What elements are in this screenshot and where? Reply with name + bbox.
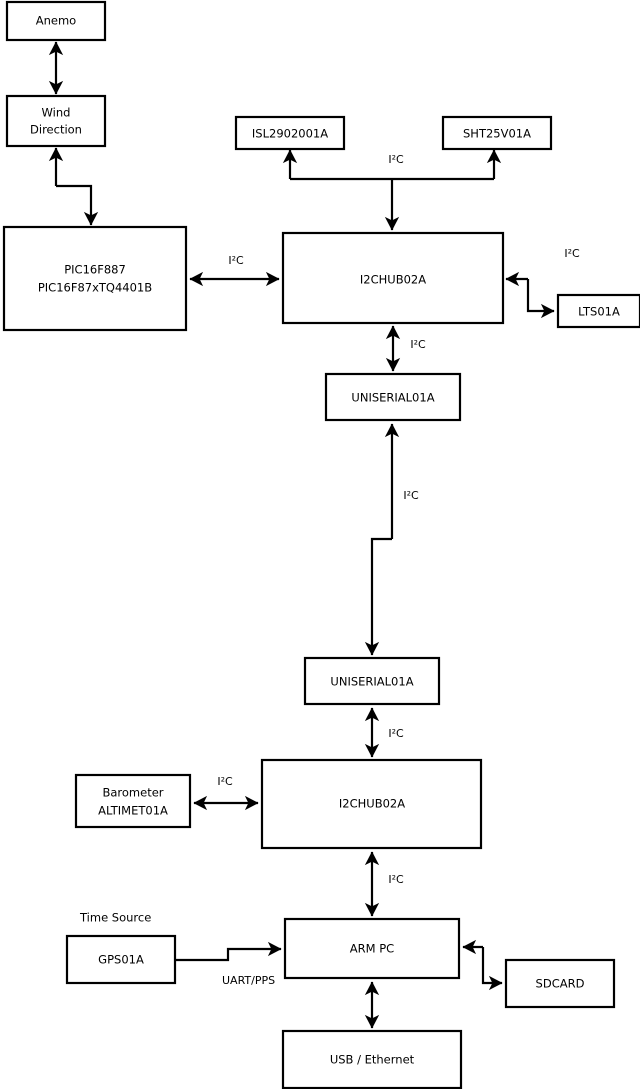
node-label-usb-ethernet: USB / Ethernet (330, 1053, 415, 1067)
node-uniserial01a-top[interactable]: UNISERIAL01A (324, 372, 462, 422)
edge-label-hubtop-uniserialtop: I²C (410, 338, 426, 351)
connector-hubtop-uniserialtop: I²C (385, 325, 426, 372)
node-pic[interactable]: PIC16F887 PIC16F87xTQ4401B (2, 225, 188, 332)
node-label-gps01a: GPS01A (98, 953, 144, 967)
edge-label-hubbot-armpc: I²C (388, 873, 404, 886)
connector-hubbot-armpc: I²C (364, 851, 404, 917)
node-lts01a[interactable]: LTS01A (556, 293, 640, 329)
node-uniserial01a-bottom[interactable]: UNISERIAL01A (303, 656, 441, 706)
node-i2chub02a-bottom[interactable]: I2CHUB02A (260, 758, 483, 850)
node-label-anemo: Anemo (36, 14, 76, 28)
connector-hubtop-sensors: I²C (282, 149, 502, 231)
node-sdcard[interactable]: SDCARD (504, 958, 616, 1009)
node-sht25v01a[interactable]: SHT25V01A (441, 115, 553, 151)
connector-uniserialtop-uniserialbot: I²C (364, 423, 419, 656)
connector-hubtop-lts: I²C (505, 247, 580, 319)
node-barometer[interactable]: Barometer ALTIMET01A (74, 773, 192, 829)
node-usb-ethernet[interactable]: USB / Ethernet (281, 1029, 463, 1089)
edge-label-hubtop-sensors: I²C (388, 153, 404, 166)
edge-label-gps-armpc: UART/PPS (222, 974, 275, 987)
node-label-uniserial01a-bottom: UNISERIAL01A (330, 675, 413, 689)
node-isl2902001a[interactable]: ISL2902001A (234, 115, 346, 151)
connector-gps-armpc: UART/PPS (175, 941, 282, 987)
node-label-pic-line1: PIC16F887 (64, 263, 126, 277)
node-label-wind-direction-line1: Wind (42, 106, 71, 120)
node-i2chub02a-top[interactable]: I2CHUB02A (281, 231, 505, 325)
node-arm-pc[interactable]: ARM PC (283, 917, 461, 980)
node-gps01a[interactable]: GPS01A (65, 934, 177, 985)
connector-armpc-sdcard (462, 939, 503, 991)
node-label-lts01a: LTS01A (578, 305, 620, 319)
node-label-uniserial01a-top: UNISERIAL01A (351, 391, 434, 405)
connector-pic-hubtop: I²C (189, 254, 280, 287)
node-label-arm-pc: ARM PC (350, 942, 394, 956)
edge-label-pic-hubtop: I²C (228, 254, 244, 267)
node-label-i2chub02a-bottom: I2CHUB02A (339, 797, 405, 811)
label-time-source: Time Source (79, 911, 151, 925)
node-anemo[interactable]: Anemo (5, 0, 107, 42)
node-label-pic-line2: PIC16F87xTQ4401B (38, 281, 152, 295)
node-label-sht25v01a: SHT25V01A (463, 127, 531, 141)
edge-label-uniserialtop-uniserialbot: I²C (403, 489, 419, 502)
connector-wind-pic (48, 147, 99, 226)
node-label-barometer-line1: Barometer (102, 786, 163, 800)
node-label-sdcard: SDCARD (536, 977, 585, 991)
edge-label-barometer-hubbot: I²C (217, 775, 233, 788)
node-label-barometer-line2: ALTIMET01A (98, 804, 168, 818)
edge-label-hubtop-lts: I²C (564, 247, 580, 260)
connector-barometer-hubbot: I²C (193, 775, 259, 811)
node-label-wind-direction-line2: Direction (30, 123, 82, 137)
node-label-i2chub02a-top: I2CHUB02A (360, 273, 426, 287)
node-label-isl2902001a: ISL2902001A (252, 127, 328, 141)
edge-label-uniserialbot-hubbot: I²C (388, 727, 404, 740)
connector-uniserialbot-hubbot: I²C (364, 707, 404, 758)
node-wind-direction[interactable]: Wind Direction (5, 94, 107, 148)
